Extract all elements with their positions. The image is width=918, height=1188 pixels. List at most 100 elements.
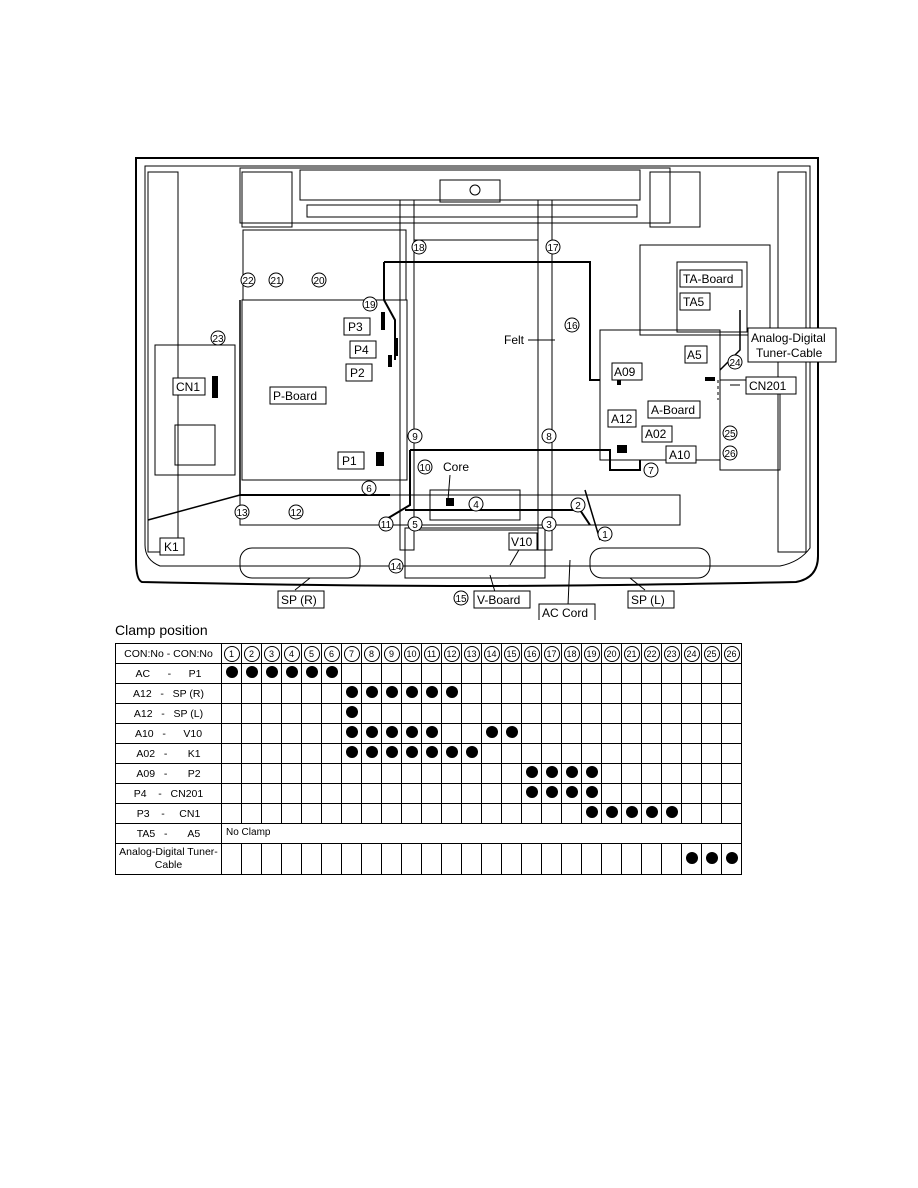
- clamp-cell: [421, 723, 442, 744]
- clamp-marker-3: 3: [541, 516, 557, 532]
- svg-text:20: 20: [313, 276, 325, 287]
- label-tuner-cable-line1: Analog-Digital: [751, 331, 826, 345]
- clamp-cell: [241, 803, 262, 824]
- clamp-dot: [305, 666, 318, 678]
- clamp-marker-16: 16: [564, 317, 580, 333]
- clamp-cell: [401, 663, 422, 684]
- speaker-right-outline: [239, 547, 361, 579]
- label-ac-cord: AC Cord: [542, 606, 588, 620]
- svg-text:26: 26: [724, 449, 736, 460]
- clamp-cell: [261, 803, 282, 824]
- clamp-cell: [501, 703, 522, 724]
- clamp-cell: [421, 763, 442, 784]
- clamp-cell: [501, 783, 522, 804]
- clamp-cell: [321, 763, 342, 784]
- clamp-cell: [221, 703, 242, 724]
- clamp-cell: [681, 723, 702, 744]
- clamp-number: 7: [343, 645, 360, 662]
- svg-text:24: 24: [729, 358, 741, 369]
- clamp-cell: [401, 843, 422, 875]
- clamp-number: 15: [503, 645, 520, 662]
- clamp-number: 26: [723, 645, 740, 662]
- clamp-cell: [401, 803, 422, 824]
- clamp-cell: [601, 803, 622, 824]
- clamp-cell: [501, 823, 522, 844]
- label-a09: A09: [614, 365, 636, 379]
- table-row: A02 - K1: [115, 743, 742, 764]
- clamp-dot: [405, 686, 418, 698]
- clamp-cell: [381, 763, 402, 784]
- label-cn201: CN201: [749, 379, 787, 393]
- clamp-cell: [721, 783, 742, 804]
- clamp-cell: [561, 843, 582, 875]
- clamp-dot: [465, 746, 478, 758]
- clamp-cell: [641, 783, 662, 804]
- clamp-cell: [661, 823, 682, 844]
- clamp-cell: [661, 683, 682, 704]
- svg-text:25: 25: [724, 429, 736, 440]
- clamp-cell: [601, 783, 622, 804]
- table-row: A10 - V10: [115, 723, 742, 744]
- clamp-cell: [281, 843, 302, 875]
- clamp-cell: [241, 723, 262, 744]
- clamp-cell: [501, 803, 522, 824]
- clamp-cell: [501, 743, 522, 764]
- clamp-cell: [681, 743, 702, 764]
- clamp-cell: [681, 663, 702, 684]
- clamp-cell: [541, 743, 562, 764]
- clamp-cell: [541, 763, 562, 784]
- clamp-cell: [421, 803, 442, 824]
- clamp-marker-11: 11: [378, 516, 394, 532]
- speaker-left-outline: [589, 547, 711, 579]
- clamp-marker-24: 24: [727, 354, 743, 370]
- clamp-cell: [441, 743, 462, 764]
- clamp-cell: [581, 823, 602, 844]
- table-row: P3 - CN1: [115, 803, 742, 824]
- clamp-cell: [401, 703, 422, 724]
- clamp-cell: [221, 763, 242, 784]
- clamp-cell: [601, 703, 622, 724]
- clamp-cell: [421, 783, 442, 804]
- table-row: A12 - SP (L): [115, 703, 742, 724]
- clamp-cell: [301, 843, 322, 875]
- table-row: A09 - P2: [115, 763, 742, 784]
- clamp-cell: [241, 763, 262, 784]
- clamp-cell: [621, 763, 642, 784]
- clamp-cell: [261, 763, 282, 784]
- clamp-cell: [461, 743, 482, 764]
- clamp-cell: [621, 683, 642, 704]
- clamp-position-title: Clamp position: [115, 622, 208, 638]
- clamp-cell: [401, 683, 422, 704]
- clamp-marker-13: 13: [234, 504, 250, 520]
- clamp-number: 9: [383, 645, 400, 662]
- clamp-marker-19: 19: [362, 296, 378, 312]
- clamp-number: 24: [683, 645, 700, 662]
- clamp-cell: [461, 763, 482, 784]
- table-header-clamp: 3: [261, 643, 282, 664]
- clamp-cell: [301, 823, 322, 844]
- clamp-cell: [681, 803, 702, 824]
- clamp-cell: [581, 803, 602, 824]
- clamp-cell: [661, 803, 682, 824]
- row-connector-label: P3 - CN1: [115, 803, 222, 824]
- clamp-cell: [581, 743, 602, 764]
- clamp-cell: [321, 683, 342, 704]
- svg-text:1: 1: [602, 530, 608, 541]
- table-header-connector: CON:No - CON:No: [115, 643, 222, 664]
- clamp-number: 1: [223, 645, 240, 662]
- label-p3: P3: [348, 320, 363, 334]
- clamp-cell: [241, 843, 262, 875]
- clamp-cell: [701, 703, 722, 724]
- clamp-cell: [241, 683, 262, 704]
- svg-text:13: 13: [236, 508, 248, 519]
- clamp-number: 13: [463, 645, 480, 662]
- clamp-cell: [701, 743, 722, 764]
- clamp-cell: [441, 783, 462, 804]
- clamp-cell: [261, 683, 282, 704]
- svg-text:11: 11: [381, 520, 392, 531]
- clamp-cell: [301, 663, 322, 684]
- clamp-cell: [681, 763, 702, 784]
- clamp-cell: [281, 783, 302, 804]
